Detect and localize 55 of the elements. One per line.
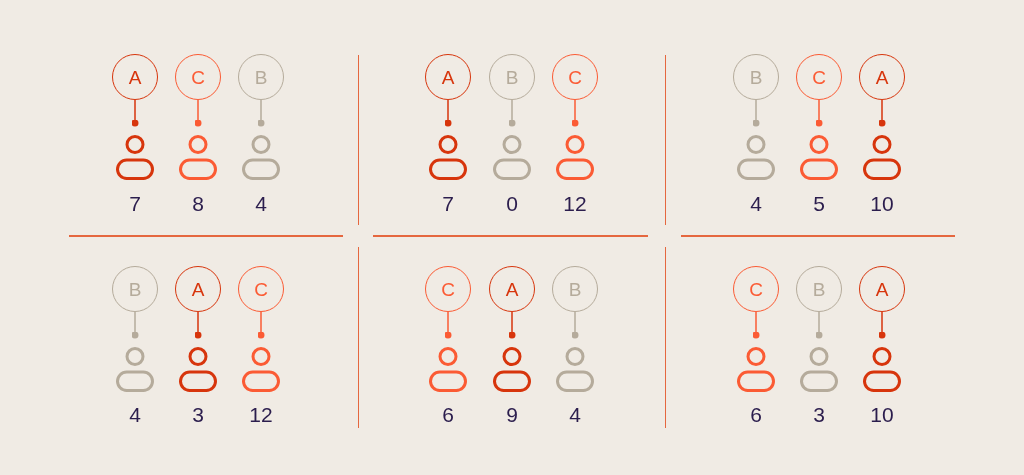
connector-line bbox=[815, 311, 823, 339]
person-icon bbox=[737, 347, 775, 392]
connector-line bbox=[444, 99, 452, 127]
count-label: 4 bbox=[750, 192, 762, 216]
count-label: 10 bbox=[870, 192, 894, 216]
connector-line bbox=[194, 311, 202, 339]
connector-line bbox=[752, 99, 760, 127]
connector-line bbox=[257, 311, 265, 339]
connector-line bbox=[194, 99, 202, 127]
count-label: 4 bbox=[129, 403, 141, 427]
letter-circle: C bbox=[238, 266, 284, 312]
person-icon bbox=[556, 347, 594, 392]
connector-line bbox=[508, 99, 516, 127]
connector-line bbox=[508, 311, 516, 339]
person-icon bbox=[179, 347, 217, 392]
connector-line bbox=[571, 99, 579, 127]
person-icon bbox=[863, 135, 901, 180]
connector-line bbox=[878, 99, 886, 127]
connector-line bbox=[131, 99, 139, 127]
person-icon bbox=[429, 135, 467, 180]
count-label: 5 bbox=[813, 192, 825, 216]
count-label: 12 bbox=[563, 192, 587, 216]
count-label: 12 bbox=[249, 403, 273, 427]
count-label: 6 bbox=[750, 403, 762, 427]
count-label: 10 bbox=[870, 403, 894, 427]
count-label: 7 bbox=[442, 192, 454, 216]
person-icon bbox=[242, 135, 280, 180]
count-label: 3 bbox=[192, 403, 204, 427]
connector-line bbox=[815, 99, 823, 127]
person-icon bbox=[556, 135, 594, 180]
person-icon bbox=[116, 135, 154, 180]
person-icon bbox=[242, 347, 280, 392]
connector-line bbox=[571, 311, 579, 339]
connector-line bbox=[878, 311, 886, 339]
count-label: 4 bbox=[569, 403, 581, 427]
person-icon bbox=[493, 347, 531, 392]
connector-line bbox=[444, 311, 452, 339]
count-label: 7 bbox=[129, 192, 141, 216]
person-icon bbox=[429, 347, 467, 392]
connector-line bbox=[752, 311, 760, 339]
count-label: 8 bbox=[192, 192, 204, 216]
count-label: 9 bbox=[506, 403, 518, 427]
person-icon bbox=[800, 135, 838, 180]
person-icon bbox=[179, 135, 217, 180]
person-icon bbox=[863, 347, 901, 392]
count-label: 0 bbox=[506, 192, 518, 216]
person-icon bbox=[800, 347, 838, 392]
count-label: 6 bbox=[442, 403, 454, 427]
person-icon bbox=[493, 135, 531, 180]
count-label: 4 bbox=[255, 192, 267, 216]
count-label: 3 bbox=[813, 403, 825, 427]
person-icon bbox=[116, 347, 154, 392]
person-icon bbox=[737, 135, 775, 180]
connector-line bbox=[257, 99, 265, 127]
connector-line bbox=[131, 311, 139, 339]
